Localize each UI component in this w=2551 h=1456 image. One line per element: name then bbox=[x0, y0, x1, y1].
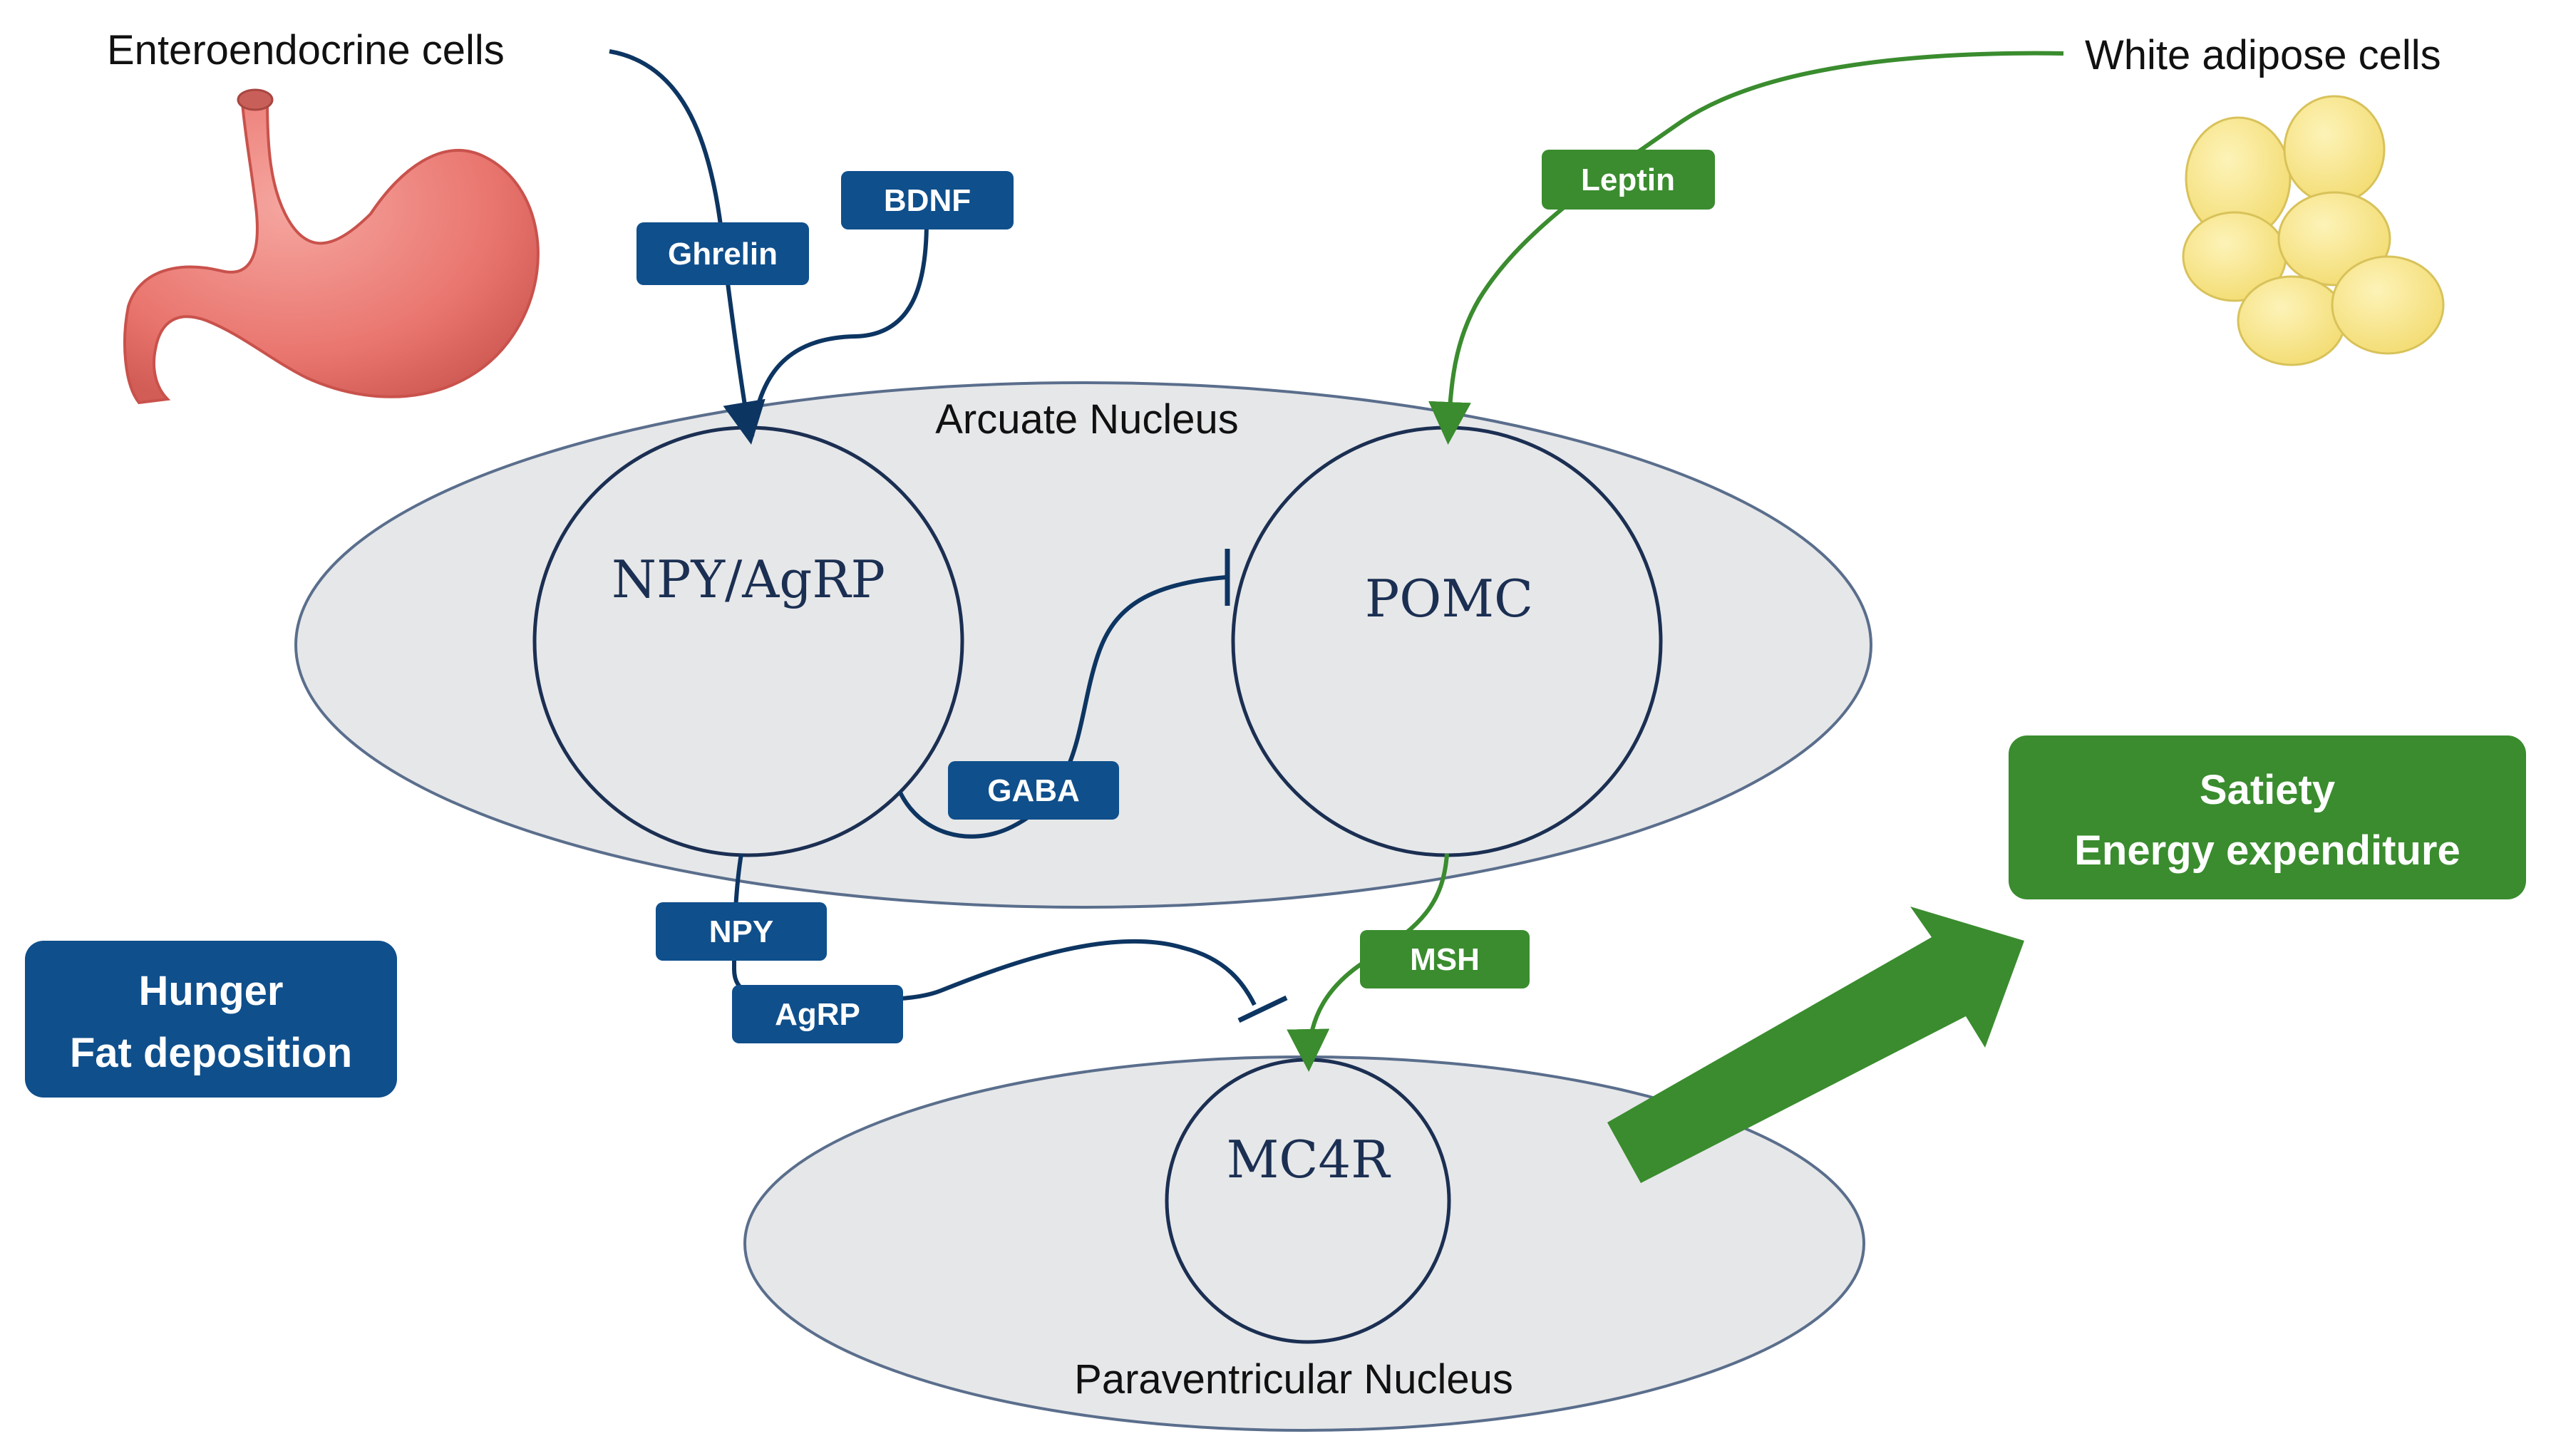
bdnf-arrow bbox=[750, 220, 929, 437]
satiety-line2: Energy expenditure bbox=[2074, 827, 2460, 874]
ghrelin-label-box: Ghrelin bbox=[637, 222, 809, 285]
pomc-label: POMC bbox=[1365, 569, 1533, 629]
npy-agrp-inhibition-line bbox=[731, 853, 1257, 1006]
npy-label: NPY bbox=[709, 914, 773, 949]
gaba-inhibition-line bbox=[897, 575, 1227, 839]
leptin-label-box: Leptin bbox=[1542, 150, 1715, 210]
white-adipose-label: White adipose cells bbox=[2085, 32, 2441, 78]
hunger-box: Hunger Fat deposition bbox=[25, 941, 397, 1098]
agrp-label-box: AgRP bbox=[732, 985, 903, 1043]
npy-agrp-inhibition-bar bbox=[1237, 995, 1288, 1023]
gaba-label: GABA bbox=[987, 773, 1080, 808]
bdnf-label: BDNF bbox=[884, 183, 971, 218]
satiety-line1: Satiety bbox=[2200, 767, 2335, 813]
arcuate-nucleus-label: Arcuate Nucleus bbox=[935, 396, 1239, 443]
npy-agrp-neuron bbox=[532, 425, 964, 857]
agrp-label: AgRP bbox=[775, 997, 860, 1032]
pomc-neuron bbox=[1231, 425, 1663, 857]
stomach-illustration bbox=[123, 88, 540, 405]
satiety-big-arrow bbox=[1607, 907, 2024, 1183]
hunger-line1: Hunger bbox=[139, 968, 284, 1014]
paraventricular-nucleus-label: Paraventricular Nucleus bbox=[1074, 1356, 1513, 1403]
gaba-label-box: GABA bbox=[948, 761, 1119, 820]
npy-agrp-label: NPY/AgRP bbox=[612, 549, 885, 609]
leptin-label: Leptin bbox=[1581, 162, 1675, 197]
mc4r-label: MC4R bbox=[1227, 1130, 1391, 1189]
adipose-cells-illustration bbox=[2182, 95, 2445, 366]
enteroendocrine-label: Enteroendocrine cells bbox=[107, 27, 505, 73]
npy-label-box: NPY bbox=[656, 902, 827, 961]
bdnf-label-box: BDNF bbox=[841, 171, 1014, 229]
leptin-arrow bbox=[1428, 51, 2064, 445]
msh-label: MSH bbox=[1410, 942, 1480, 977]
ghrelin-label: Ghrelin bbox=[668, 237, 778, 272]
satiety-box: Satiety Energy expenditure bbox=[2009, 735, 2526, 899]
hunger-line2: Fat deposition bbox=[70, 1030, 352, 1076]
mc4r-neuron bbox=[1165, 1058, 1451, 1344]
msh-label-box: MSH bbox=[1360, 930, 1530, 988]
